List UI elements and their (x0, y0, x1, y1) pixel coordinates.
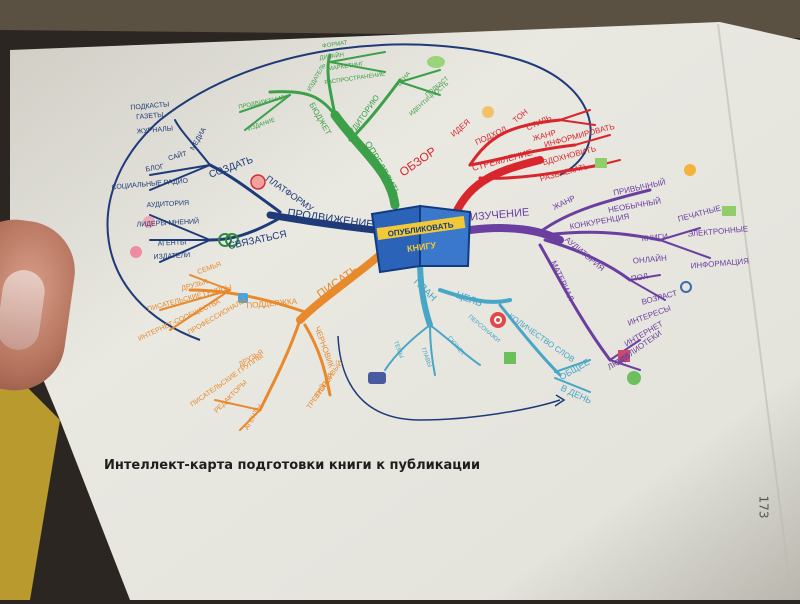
heart-icon (130, 246, 142, 258)
book-page (10, 22, 800, 600)
branch-review (451, 109, 621, 219)
figure-caption: Интеллект-карта подготовки книги к публи… (104, 458, 481, 473)
laptop-icon (722, 206, 736, 216)
central-book (370, 204, 472, 274)
page-number: 173 (756, 495, 771, 519)
gender-icon (680, 281, 692, 293)
thumbs-up-icon (238, 293, 248, 303)
marketing-leaf-4: ДИЗАЙН (319, 50, 345, 61)
marketing-leaf-3: МАРКЕТИНГ (328, 61, 365, 72)
coin-icon (684, 164, 696, 176)
target-icon (490, 312, 506, 328)
plan-leaf-1: ТЕМЫ (392, 340, 404, 359)
arrow-head-icon (554, 394, 566, 407)
promotion-leaf-6: БЛОГ (145, 163, 165, 173)
branch-marketing (239, 51, 441, 210)
center-label-line-2: КНИГУ (406, 240, 437, 254)
calendar-icon (504, 352, 516, 364)
branch-promotion (149, 119, 379, 263)
marketing-leaf-10: ФОРМАТ (322, 40, 348, 50)
sub-label-support: ПОДДЕРЖКА (246, 297, 298, 310)
globe-icon (627, 371, 641, 385)
branch-write (159, 251, 384, 431)
promotion-leaf-11: ИЗДАТЕЛИ (153, 252, 190, 261)
promotion-leaf-3: ЖУРНАЛЫ (136, 125, 173, 135)
people-icon (368, 372, 386, 384)
branch-label-study: ИЗУЧЕНИЕ (470, 206, 530, 223)
book-stack-icon (618, 350, 630, 362)
gift-icon (595, 158, 607, 168)
study-leaf-4: КНИГИ (641, 232, 668, 243)
study-leaf-6: ОНЛАЙН (632, 254, 667, 266)
study-leaf-8: ПОЛ (630, 272, 648, 284)
connector-arrow (337, 335, 561, 421)
cloud-icon (427, 56, 445, 68)
connector-loop (106, 43, 592, 341)
promotion-leaf-10: АГЕНТЫ (157, 239, 186, 247)
link-icon (218, 233, 239, 247)
promotion-leaf-4: ПОДКАСТЫ (130, 101, 169, 111)
promotion-leaf-2: ГАЗЕТЫ (136, 112, 164, 121)
branch-plan (384, 257, 591, 393)
promotion-leaf-8: АУДИТОРИЯ (147, 200, 190, 209)
megaphone-icon (250, 174, 266, 190)
branch-study (466, 188, 711, 371)
speech-bubble-icon (143, 216, 155, 228)
handshake-icon (482, 106, 494, 118)
